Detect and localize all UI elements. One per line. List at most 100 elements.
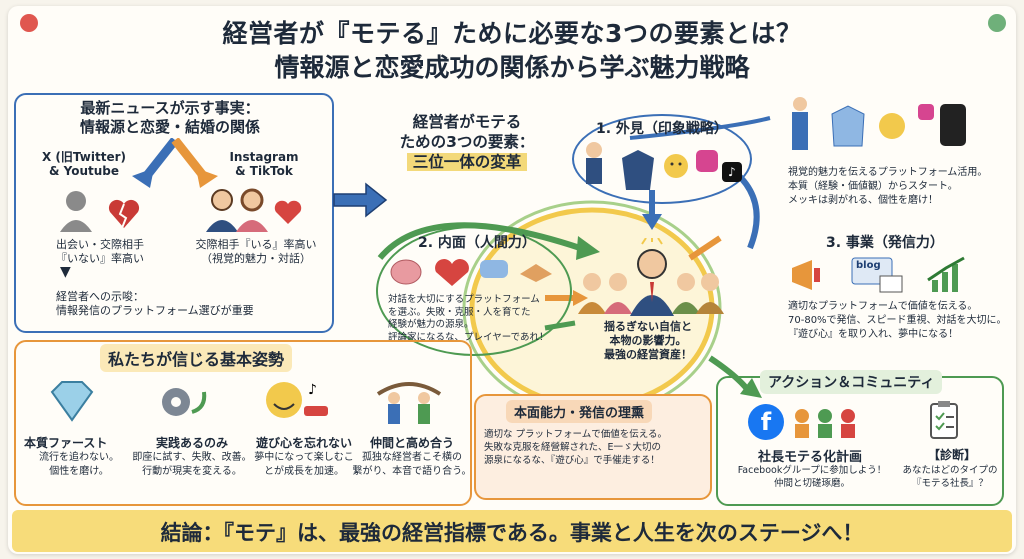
inner-bubble bbox=[376, 226, 572, 356]
belief-desc-2: 繋がり、本音で語り合う。 bbox=[352, 466, 472, 477]
appearance-icons: ♪ bbox=[586, 142, 742, 190]
title-line-2: 情報源と恋愛成功の関係から学ぶ魅力戦略 bbox=[274, 53, 750, 82]
inner-note-1: 対話を大切にするプラットフォーム bbox=[388, 294, 540, 305]
news-heading: 最新ニュースが示す事実： 情報源と恋愛・結婚の関係 bbox=[20, 99, 320, 137]
plan-desc: Facebookグループに参加しよう！ 仲間と切磋琢磨。 bbox=[722, 464, 902, 490]
couple-heart-icon bbox=[206, 188, 302, 232]
belief-item-peers: 仲間と高め合う 孤独な経営者こそ横の 繋がり、本音で語り合う。 bbox=[352, 378, 472, 479]
belief-item-practice: 実践あるのみ 即座に試す、失敗、改善。 行動が現実を変える。 bbox=[132, 378, 252, 479]
inner-notes: 対話を大切にするプラットフォーム を選ぶ。失敗・克服・人を育てた 経験が魅力の源… bbox=[388, 294, 568, 344]
inner-note-4: 評論家になるな、プレイヤーであれ！ bbox=[388, 331, 549, 343]
belief-desc-2: とが成長を加速。 bbox=[264, 466, 344, 477]
business-note-1: 適切なプラットフォームで価値を伝える。 bbox=[788, 301, 978, 312]
news-right-label-2: & TikTok bbox=[235, 164, 293, 178]
community-heading: アクション＆コミュニティ bbox=[760, 370, 943, 394]
center-line-3: 最強の経営資産！ bbox=[604, 348, 692, 361]
news-implication: 経営者への示唆： 情報発信のプラットフォーム選びが重要 bbox=[56, 290, 326, 318]
smile-car-icon: ♪ bbox=[266, 382, 328, 418]
center-line-2: 本物の影響力。 bbox=[609, 334, 687, 347]
bridge-handshake-icon bbox=[376, 382, 442, 424]
three-elements-heading: 経営者がモテる ための3つの要素： 三位一体の変革 bbox=[372, 112, 562, 172]
split-arrows-icon bbox=[132, 138, 218, 188]
belief-title: 実践あるのみ bbox=[155, 436, 228, 450]
diag-title[interactable]: 【診断】 bbox=[927, 448, 976, 462]
center-line-1: 揺るぎない自信と bbox=[604, 320, 692, 333]
core-heading: 本面能力・発信の理熏 bbox=[506, 400, 653, 423]
belief-desc-2: 行動が現実を変える。 bbox=[142, 466, 242, 477]
news-heading-line2: 情報源と恋愛・結婚の関係 bbox=[79, 118, 260, 136]
diag-desc-1: あなたはどのタイプの bbox=[902, 465, 998, 476]
news-right-caption-1: 交際相手『いる』率高い bbox=[195, 238, 317, 251]
news-implication-2: 情報発信のプラットフォーム選びが重要 bbox=[56, 304, 254, 317]
appearance-notes: 視覚的魅力を伝えるプラットフォーム活用。 本質（経験・価値観）からスタート。 メ… bbox=[788, 166, 1018, 208]
belief-title: 遊び心を忘れない bbox=[255, 436, 352, 450]
business-note-3: 『遊び心』を取り入れ、夢中になる！ bbox=[788, 329, 959, 340]
appearance-bubble bbox=[572, 114, 752, 204]
plan-desc-1: Facebookグループに参加しよう！ bbox=[737, 465, 887, 476]
conclusion-banner bbox=[12, 510, 1012, 552]
belief-desc-1: 即座に試す、失敗、改善。 bbox=[132, 452, 252, 463]
svg-text:♪: ♪ bbox=[308, 382, 317, 398]
belief-desc-1: 孤独な経営者こそ横の bbox=[362, 452, 462, 463]
three-line-2: ための3つの要素： bbox=[399, 133, 535, 151]
appearance-note-1: 視覚的魅力を伝えるプラットフォーム活用。 bbox=[788, 167, 988, 178]
three-line-3: 三位一体の変革 bbox=[406, 153, 528, 171]
blog-label: blog bbox=[856, 260, 881, 271]
news-left-caption-1: 出会い・交際相手 bbox=[56, 238, 144, 251]
inner-note-3: 経験が魅力の源泉。 bbox=[388, 319, 474, 330]
news-left-label-1: X (旧Twitter) bbox=[42, 150, 126, 164]
news-right-label: Instagram & TikTok bbox=[214, 150, 314, 178]
news-right-caption: 交際相手『いる』率高い （視覚的魅力・対話） bbox=[186, 238, 326, 266]
belief-title: 仲間と高め合う bbox=[369, 436, 454, 450]
title-line-1: 経営者が『モテる』ために必要な3つの要素とは？ bbox=[222, 19, 802, 48]
inner-icons bbox=[390, 259, 552, 286]
core-line-1: 適切な プラットフォームで価値を伝える。 bbox=[484, 429, 667, 440]
big-right-arrow-icon bbox=[333, 182, 388, 218]
beliefs-heading: 私たちが信じる基本姿勢 bbox=[100, 344, 293, 372]
belief-item-play: ♪ 遊び心を忘れない 夢中になって楽しむこ とが成長を加速。 bbox=[244, 378, 364, 479]
inner-note-2: を選ぶ。失敗・克服・人を育てた bbox=[388, 306, 531, 318]
appearance-note-3: メッキは剥がれる、個性を磨け！ bbox=[788, 195, 938, 206]
three-line-3-wrap: 三位一体の変革 bbox=[372, 152, 562, 172]
news-left-caption: 出会い・交際相手 『いない』率高い bbox=[40, 238, 160, 266]
news-left-label-2: & Youtube bbox=[48, 164, 120, 178]
news-left-label: X (旧Twitter) & Youtube bbox=[34, 150, 134, 178]
clipboard-checklist-icon bbox=[930, 401, 958, 439]
core-line-2: 失敗な克服を経營解された、E一ゞ大切の bbox=[484, 442, 662, 453]
group-people-icon bbox=[795, 409, 855, 438]
business-note-2: 70-80%で発信、スピード重視、対話を大切に。 bbox=[788, 315, 1007, 326]
business-icons bbox=[792, 256, 965, 293]
core-text: 適切な プラットフォームで価値を伝える。 失敗な克服を経營解された、E一ゞ大切の… bbox=[484, 428, 709, 467]
news-right-label-1: Instagram bbox=[229, 150, 299, 164]
three-line-1: 経営者がモテる bbox=[412, 113, 522, 131]
news-heading-line1: 最新ニュースが示す事実： bbox=[80, 99, 260, 117]
news-left-caption-2: 『いない』率高い bbox=[56, 252, 144, 265]
belief-desc-1: 流行を追わない。 bbox=[39, 452, 119, 463]
belief-title: 本質ファースト bbox=[24, 436, 108, 450]
ceo-with-team-icon bbox=[578, 238, 724, 316]
svg-text:♪: ♪ bbox=[728, 165, 736, 179]
beliefs-box bbox=[14, 340, 472, 506]
facebook-icon[interactable]: f bbox=[748, 404, 784, 440]
business-heading: 3. 事業（発信力） bbox=[826, 235, 944, 251]
belief-item-essence: 本質ファースト 流行を追わない。 個性を磨け。 bbox=[24, 378, 134, 479]
conclusion-text: 結論：『モテ』は、最強の経営指標である。事業と人生を次のステージへ！ bbox=[160, 521, 864, 545]
appearance-side-icons bbox=[792, 97, 966, 150]
business-notes: 適切なプラットフォームで価値を伝える。 70-80%で発信、スピード重視、対話を… bbox=[788, 300, 1018, 342]
appearance-heading: 1. 外見（印象戦略） bbox=[596, 121, 728, 137]
appearance-note-2: 本質（経験・価値観）からスタート。 bbox=[788, 181, 958, 192]
single-person-broken-heart-icon bbox=[60, 191, 140, 232]
diamond-icon bbox=[50, 381, 94, 422]
plan-title[interactable]: 社長モテる化計画 bbox=[757, 450, 862, 465]
inner-heading: 2. 内面（人間力） bbox=[418, 235, 536, 251]
news-box bbox=[14, 93, 334, 333]
news-right-caption-2: （視覚的魅力・対話） bbox=[201, 252, 311, 265]
plan-desc-2: 仲間と切磋琢磨。 bbox=[773, 478, 850, 489]
diag-desc: あなたはどのタイプの 『モテる社長』？ bbox=[894, 464, 1006, 490]
gears-icon bbox=[162, 388, 207, 416]
center-statement: 揺るぎない自信と 本物の影響力。 最強の経営資産！ bbox=[588, 320, 708, 362]
news-implication-1: 経営者への示唆： bbox=[56, 290, 144, 303]
belief-desc-2: 個性を磨け。 bbox=[49, 466, 109, 477]
green-pushpin-icon bbox=[988, 14, 1006, 32]
red-pushpin-icon bbox=[20, 14, 38, 32]
